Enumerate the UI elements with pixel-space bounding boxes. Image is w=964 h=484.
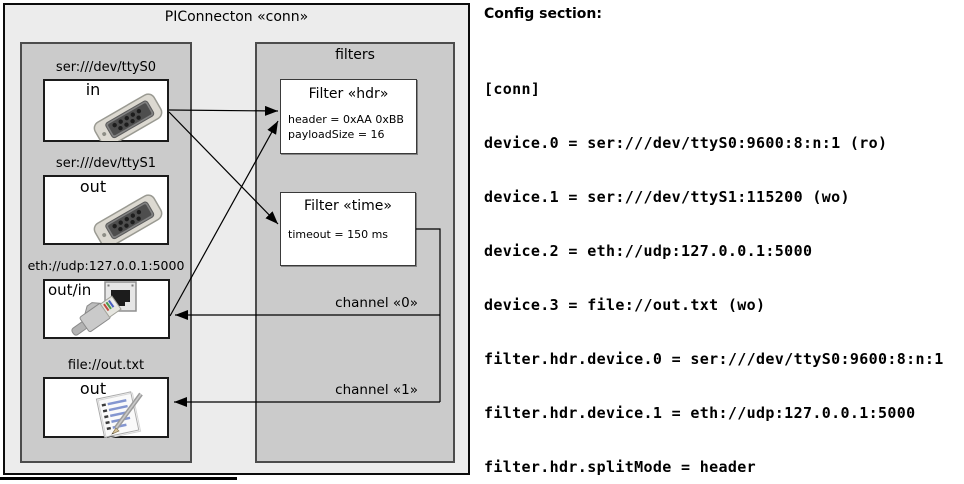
filter-attribute: timeout = 150 ms bbox=[288, 228, 389, 241]
channel-1-label: channel «1» bbox=[335, 382, 418, 398]
channel-0-label: channel «0» bbox=[335, 295, 418, 311]
config-line: device.1 = ser:///dev/ttyS1:115200 (wo) bbox=[484, 188, 850, 206]
device-mode-label: out bbox=[79, 177, 107, 196]
serial-connector-icon bbox=[93, 194, 163, 243]
device-uri-label: eth://udp:127.0.0.1:5000 bbox=[27, 258, 185, 273]
device-mode-label: in bbox=[85, 80, 101, 99]
device-mode-label: out/in bbox=[48, 281, 92, 299]
filter-attribute: payloadSize = 16 bbox=[288, 128, 385, 141]
ethernet-plug-icon bbox=[71, 295, 122, 336]
filter-title: Filter «time» bbox=[304, 198, 392, 214]
filter-hdr-node: Filter «hdr» header = 0xAA 0xBB payloadS… bbox=[280, 79, 417, 154]
config-line: device.2 = eth://udp:127.0.0.1:5000 bbox=[484, 242, 813, 260]
config-section-heading: Config section: bbox=[484, 6, 602, 22]
device-uri-label: ser:///dev/ttyS0 bbox=[55, 60, 157, 75]
config-line: device.3 = file://out.txt (wo) bbox=[484, 296, 766, 314]
config-line: device.0 = ser:///dev/ttyS0:9600:8:n:1 (… bbox=[484, 134, 888, 152]
config-line: filter.hdr.splitMode = header bbox=[484, 458, 757, 476]
device-mode-label: out bbox=[79, 379, 107, 398]
device-uri-label: ser:///dev/ttyS1 bbox=[55, 156, 157, 171]
filters-panel-label: filters bbox=[335, 47, 375, 63]
diagram-title: PIConnecton «conn» bbox=[164, 9, 309, 25]
filter-attribute: header = 0xAA 0xBB bbox=[288, 113, 404, 126]
notepad-icon bbox=[95, 391, 143, 438]
bottom-edge-artifact bbox=[0, 477, 237, 480]
config-line: filter.hdr.device.0 = ser:///dev/ttyS0:9… bbox=[484, 350, 944, 368]
config-text-block: [conn] device.0 = ser:///dev/ttyS0:9600:… bbox=[484, 44, 953, 484]
serial-connector-icon bbox=[93, 93, 163, 141]
config-line: [conn] bbox=[484, 80, 541, 98]
filter-time-node: Filter «time» timeout = 150 ms bbox=[280, 192, 416, 266]
device-uri-label: file://out.txt bbox=[67, 358, 145, 373]
filter-title: Filter «hdr» bbox=[308, 86, 389, 102]
config-line: filter.hdr.device.1 = eth://udp:127.0.0.… bbox=[484, 404, 916, 422]
